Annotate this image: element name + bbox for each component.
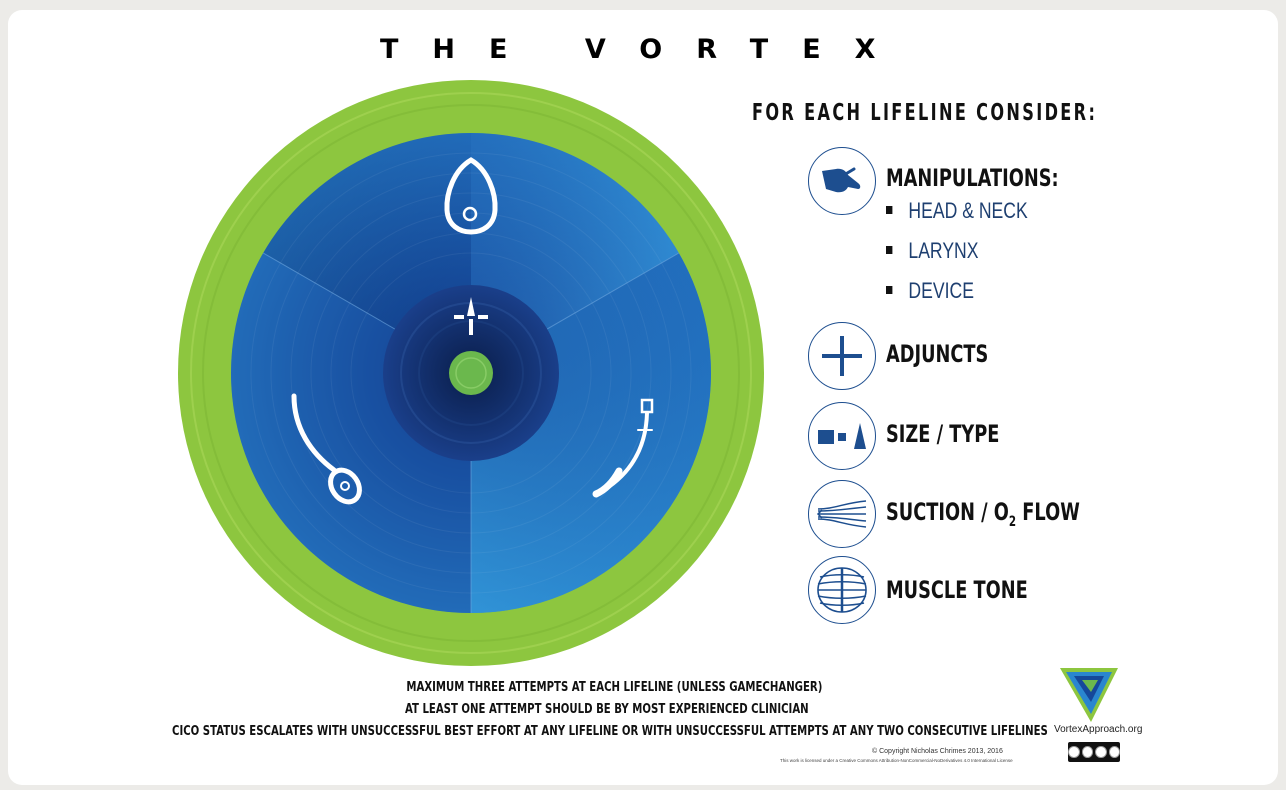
vocal-cords-icon [454, 297, 488, 335]
plus-cross-icon [822, 336, 862, 376]
note-max-attempts: MAXIMUM THREE ATTEMPTS AT EACH LIFELINE … [406, 680, 823, 695]
supraglottic-airway-icon [291, 393, 362, 505]
manipulations-sublist: HEAD & NECK LARYNX DEVICE [886, 198, 1063, 318]
considerations-heading: FOR EACH LIFELINE CONSIDER: [752, 100, 1098, 126]
muscle-tone-label: MUSCLE TONE [886, 576, 1028, 604]
hand-icon [822, 167, 861, 193]
muscle-tone-icon-circle [808, 556, 876, 624]
adjuncts-icon-circle [808, 322, 876, 390]
manipulations-icon-circle [808, 147, 876, 215]
size-shapes-icon [818, 423, 866, 449]
suction-flow-icon-circle [808, 480, 876, 548]
list-item: HEAD & NECK [886, 198, 1028, 238]
adjuncts-label: ADJUNCTS [886, 340, 989, 368]
creative-commons-badge-icon[interactable] [1068, 742, 1120, 762]
note-experienced-clinician: AT LEAST ONE ATTEMPT SHOULD BE BY MOST E… [404, 702, 809, 717]
manipulations-label: MANIPULATIONS: [886, 164, 1059, 192]
license-text: This work is licensed under a Creative C… [780, 758, 1013, 763]
muscle-icon [817, 567, 867, 613]
size-type-label: SIZE / TYPE [886, 420, 1000, 448]
vortex-diagram [178, 80, 764, 666]
endotracheal-tube-icon [592, 398, 654, 498]
poster-title: THE VORTEX [380, 34, 910, 65]
note-cico-status: CICO STATUS ESCALATES WITH UNSUCCESSFUL … [172, 724, 1048, 739]
vortex-core [383, 285, 559, 461]
list-item: DEVICE [886, 278, 1028, 318]
vortex-logo-icon [1060, 668, 1118, 722]
size-type-icon-circle [808, 402, 876, 470]
copyright-text: © Copyright Nicholas Chrimes 2013, 2016 [872, 748, 1003, 755]
suction-flow-label: SUCTION / O2 FLOW [886, 498, 1080, 530]
flow-arrows-icon [816, 500, 867, 528]
face-mask-icon [444, 157, 498, 235]
list-item: LARYNX [886, 238, 1028, 278]
site-url[interactable]: VortexApproach.org [1054, 724, 1143, 735]
